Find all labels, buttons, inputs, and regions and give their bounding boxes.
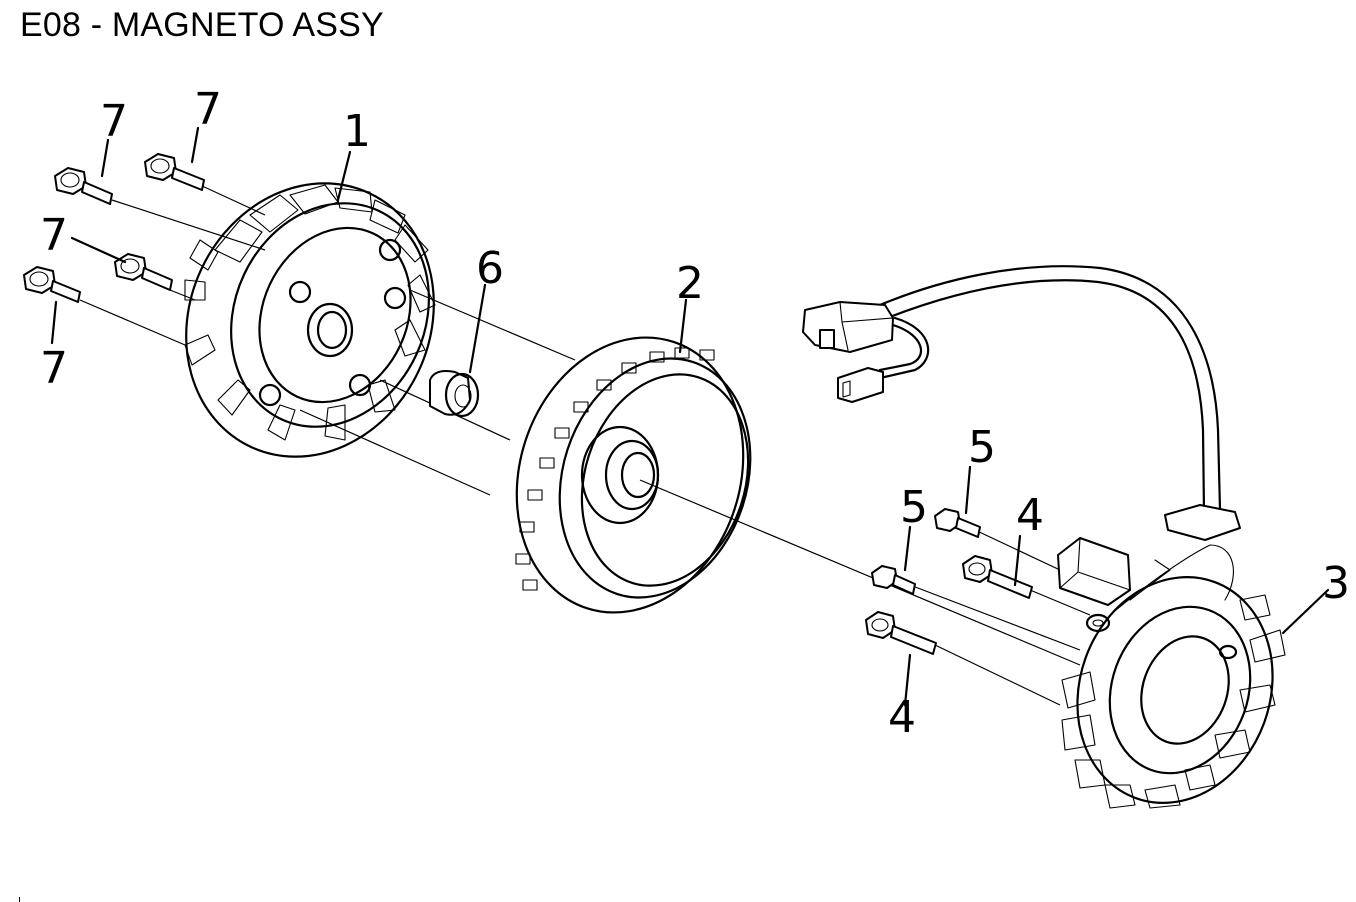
callout-2: 2 — [676, 258, 704, 309]
callout-leaders — [50, 126, 1330, 707]
callout-5-upper: 5 — [968, 422, 996, 473]
bolt-7-b — [144, 153, 205, 191]
assembly-axis-lines — [79, 184, 1091, 706]
callout-4-upper: 4 — [1016, 490, 1044, 541]
cooling-fan — [184, 182, 436, 458]
bolt-5-upper — [934, 508, 981, 538]
callout-7-c: 7 — [40, 210, 68, 261]
callout-labels: 1 2 3 4 4 5 5 6 7 7 7 7 — [40, 84, 1350, 743]
callout-3: 3 — [1322, 558, 1350, 609]
callout-4-lower: 4 — [888, 692, 916, 743]
diagram-title: E08 - MAGNETO ASSY — [20, 6, 384, 44]
stator — [1057, 537, 1286, 809]
callout-1: 1 — [343, 106, 371, 157]
wire-harness — [802, 265, 1241, 541]
flywheel — [515, 336, 752, 614]
bolt-5-lower — [871, 565, 916, 595]
corner-tick — [19, 897, 20, 902]
callout-7-a: 7 — [100, 96, 128, 147]
bolt-7-c — [114, 253, 173, 291]
callout-5-lower: 5 — [900, 482, 928, 533]
callout-7-b: 7 — [194, 84, 222, 135]
bolt-4-lower — [865, 611, 937, 655]
bolt-4-upper — [962, 555, 1033, 599]
collar — [429, 370, 480, 418]
callout-7-d: 7 — [40, 343, 68, 394]
bolt-7-d — [23, 266, 81, 303]
bolt-7-a — [54, 167, 113, 205]
callout-6: 6 — [476, 243, 504, 294]
